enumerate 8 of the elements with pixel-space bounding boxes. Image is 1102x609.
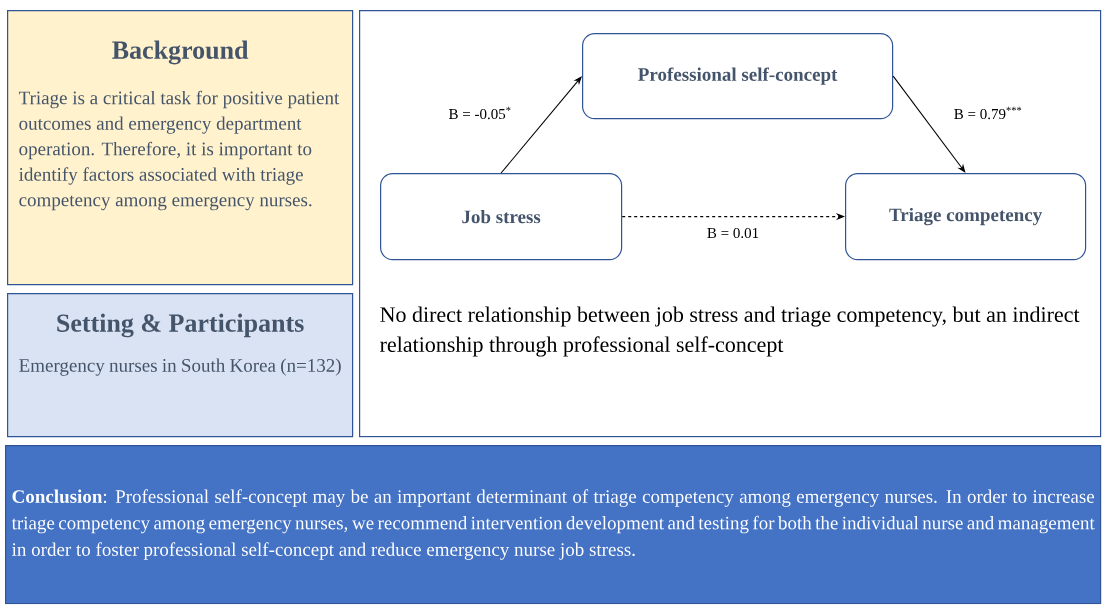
variable-box: Professional self-concept (582, 33, 894, 120)
participants-box: Setting & Participants Emergency nurses in South Korea (n=132) (7, 293, 354, 438)
conclusion-box: Conclusion: Professional self-concept may be an important determinant of triage competency among emergency nurses. In order to increase triage competency among emergency nurses, we recommend intervention development and testing for both the individual nurse and management in order to foster professional self-concept and reduce emergency nurse job stress. (5, 445, 1102, 605)
background-box: Background Triage is a critical task for positive patient outcomes and emergency department operation. Therefore, it is important to identify factors associated with triage competency among emergency nurses. (7, 10, 354, 286)
variable-box: Job stress (380, 173, 623, 261)
arrow (892, 75, 966, 173)
arrow (500, 76, 582, 174)
variable-box: Triage competency (845, 173, 1087, 261)
